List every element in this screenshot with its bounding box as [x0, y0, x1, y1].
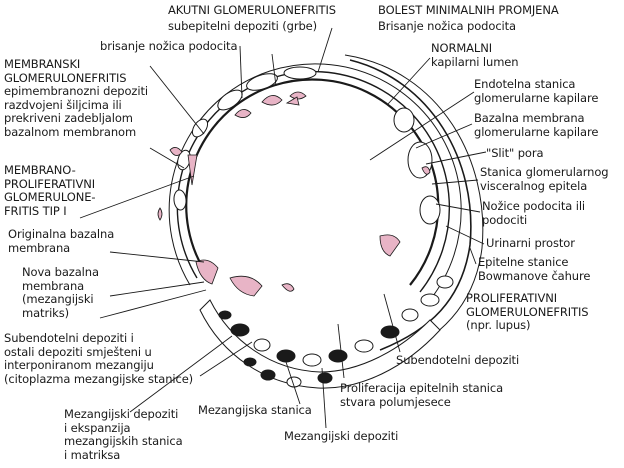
label-original-basement: Originalna bazalna membrana: [8, 227, 115, 255]
label-basement-membrane: Bazalna membrana glomerularne kapilare: [474, 111, 599, 139]
label-podocyte-feet: Nožice podocita ili podociti: [482, 199, 586, 227]
label-minimal-change-sub: Brisanje nožica podocita: [378, 19, 516, 33]
label-mpgn-type1: MEMBRANO- PROLIFERATIVNI GLOMERULONE- FR…: [4, 163, 96, 218]
label-acute-title: AKUTNI GLOMERULONEFRITIS: [168, 3, 336, 17]
label-mesangial-cell: Mezangijska stanica: [198, 403, 312, 417]
label-mesangial-deposits-bottom: Mezangijski depoziti: [284, 429, 399, 443]
label-proliferative-gn: PROLIFERATIVNI GLOMERULONEFRITIS (npr. l…: [466, 291, 589, 332]
immune-deposits: [157, 91, 431, 297]
label-acute-subepithelial: subepitelni depoziti (grbe): [168, 19, 318, 33]
label-endothelial-cell: Endotelna stanica glomerularne kapilare: [474, 77, 599, 105]
label-crescent: Proliferacija epitelnih stanica stvara p…: [340, 381, 504, 409]
label-new-basement: Nova bazalna membrana (mezangijski matri…: [22, 265, 99, 320]
label-minimal-change-title: BOLEST MINIMALNIH PROMJENA: [378, 3, 559, 17]
label-visceral-epithelium: Stanica glomerularnog visceralnog epitel…: [480, 165, 609, 193]
label-membranous-gn: MEMBRANSKI GLOMERULONEFRITIS epimembrano…: [4, 57, 148, 139]
label-mesangial-expansion: Mezangijski depoziti i ekspanzija mezang…: [64, 407, 183, 462]
label-subendothelial-right: Subendotelni depoziti: [396, 353, 520, 367]
leader-lines: [79, 27, 487, 429]
label-subendothelial-left: Subendotelni depoziti i ostali depoziti …: [4, 331, 194, 386]
mesangium-cells: [199, 275, 454, 389]
label-parietal-epithelium: Epitelne stanice Bowmanove čahure: [478, 255, 591, 283]
label-slit-pore: "Slit" pora: [486, 146, 544, 160]
label-normal-lumen: NORMALNI kapilarni lumen: [431, 41, 519, 69]
label-acute-effacement: brisanje nožica podocita: [100, 39, 238, 53]
label-urinary-space: Urinarni prostor: [486, 236, 575, 250]
